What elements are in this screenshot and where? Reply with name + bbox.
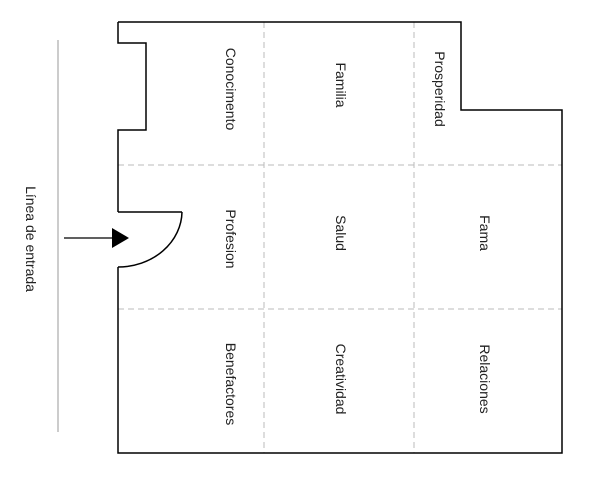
area-label-profesion: Profesion	[223, 209, 239, 268]
entry-line-label: Línea de entrada	[23, 186, 39, 292]
area-label-relaciones: Relaciones	[477, 344, 493, 413]
area-grid	[118, 22, 562, 453]
area-label-creatividad: Creatividad	[333, 344, 349, 415]
area-labels: Conocimento Familia Prosperidad Profesio…	[223, 48, 493, 426]
floor-plan-outline	[117, 21, 563, 454]
area-label-fama: Fama	[477, 215, 493, 251]
door-swing-arc	[117, 211, 183, 268]
area-label-prosperidad: Prosperidad	[432, 51, 448, 127]
area-label-benefactores: Benefactores	[223, 343, 239, 426]
area-label-familia: Familia	[333, 62, 349, 107]
area-label-salud: Salud	[333, 215, 349, 251]
entry-arrow-head	[112, 228, 129, 248]
entry-arrow-icon	[64, 228, 129, 248]
area-label-conocimiento: Conocimento	[223, 48, 239, 131]
entry-door	[117, 211, 183, 268]
